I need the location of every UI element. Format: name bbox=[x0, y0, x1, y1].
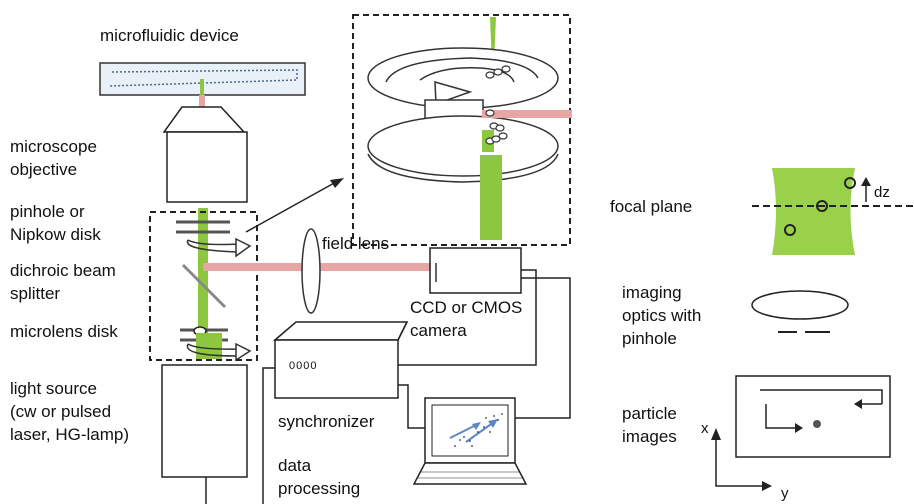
label-pinhole-1: pinhole or bbox=[10, 202, 85, 221]
label-focal-plane: focal plane bbox=[610, 197, 693, 216]
camera bbox=[429, 247, 522, 294]
label-dichroic-2: splitter bbox=[10, 284, 61, 303]
microscope-objective bbox=[162, 106, 248, 203]
green-beam bbox=[198, 208, 208, 348]
dichroic-beam-splitter bbox=[181, 263, 227, 309]
label-camera-2: camera bbox=[410, 321, 467, 340]
disk-assembly-box bbox=[149, 211, 258, 361]
label-light-source-1: light source bbox=[10, 379, 97, 398]
microlens-disk bbox=[180, 326, 252, 362]
label-microlens-disk: microlens disk bbox=[10, 322, 118, 341]
label-data-processing-2: processing bbox=[278, 479, 361, 498]
particle-images-figure bbox=[711, 375, 891, 491]
label-data-processing-1: data bbox=[278, 456, 312, 475]
label-synchronizer: synchronizer bbox=[278, 412, 375, 431]
label-imaging-optics-3: pinhole bbox=[622, 329, 677, 348]
label-dichroic-1: dichroic beam bbox=[10, 261, 116, 280]
synchronizer bbox=[272, 321, 409, 399]
label-dz: dz bbox=[874, 184, 890, 201]
label-imaging-optics-1: imaging bbox=[622, 283, 682, 302]
imaging-optics-figure bbox=[751, 290, 849, 333]
field-lens-shape bbox=[301, 228, 321, 314]
label-particle-images-1: particle bbox=[622, 404, 677, 423]
label-synchronizer-display: 0000 bbox=[289, 360, 318, 372]
label-microscope-objective-2: objective bbox=[10, 160, 78, 179]
laptop bbox=[412, 397, 528, 485]
label-particle-images-2: images bbox=[622, 427, 677, 446]
label-light-source-2: (cw or pulsed bbox=[10, 402, 112, 421]
label-microscope-objective-1: microscope bbox=[10, 137, 97, 156]
label-axis-x: x bbox=[701, 420, 709, 437]
label-light-source-3: laser, HG-lamp) bbox=[10, 425, 130, 444]
nipkow-disk bbox=[176, 220, 252, 258]
label-camera-1: CCD or CMOS bbox=[410, 298, 523, 317]
light-source bbox=[161, 364, 248, 504]
focal-plane-figure bbox=[752, 168, 914, 255]
label-field-lens: field lens bbox=[322, 234, 390, 253]
label-imaging-optics-2: optics with bbox=[622, 306, 702, 325]
microfluidic-device bbox=[99, 62, 306, 107]
label-pinhole-2: Nipkow disk bbox=[10, 225, 101, 244]
label-microfluidic-device: microfluidic device bbox=[100, 26, 239, 45]
wiring bbox=[262, 269, 571, 504]
label-axis-y: y bbox=[781, 485, 789, 502]
nipkow-disk-inset bbox=[352, 14, 572, 246]
